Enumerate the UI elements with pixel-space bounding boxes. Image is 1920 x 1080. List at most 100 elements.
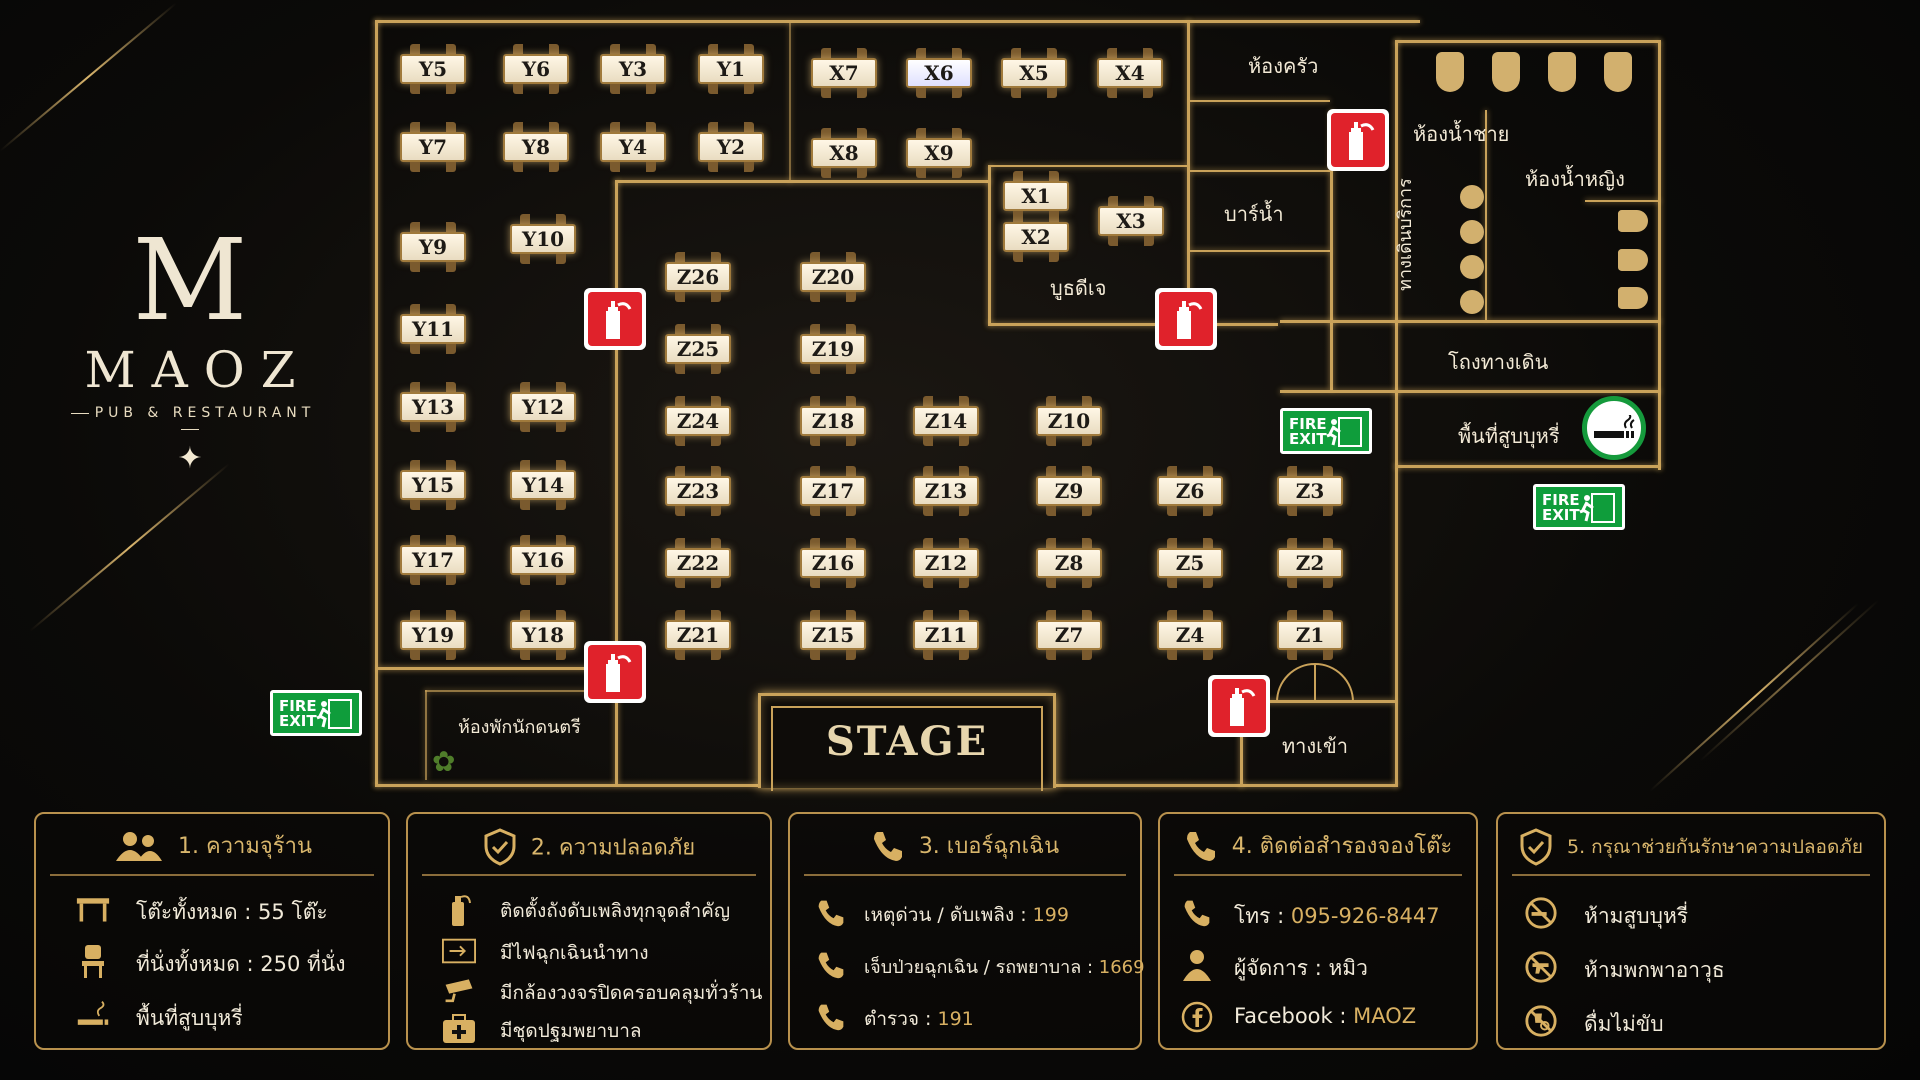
chair-icon — [513, 162, 559, 172]
table-z4[interactable]: Z4 — [1157, 610, 1223, 660]
table-z9[interactable]: Z9 — [1036, 466, 1102, 516]
table-z7[interactable]: Z7 — [1036, 610, 1102, 660]
table-z11[interactable]: Z11 — [913, 610, 979, 660]
chair-icon — [1046, 506, 1092, 516]
table-label: Y12 — [510, 392, 576, 422]
table-z21[interactable]: Z21 — [665, 610, 731, 660]
table-z18[interactable]: Z18 — [800, 396, 866, 446]
table-x9[interactable]: X9 — [906, 128, 972, 178]
table-label: Y11 — [400, 314, 466, 344]
table-y9[interactable]: Y9 — [400, 222, 466, 272]
chair-icon — [1046, 436, 1092, 446]
reservation-facebook-label: Facebook : — [1234, 1004, 1354, 1028]
table-label: X4 — [1097, 58, 1163, 88]
chair-icon — [923, 650, 969, 660]
chair-icon — [923, 578, 969, 588]
chair-icon — [1046, 396, 1092, 406]
table-z24[interactable]: Z24 — [665, 396, 731, 446]
emergency-ambulance-label: เจ็บป่วยฉุกเฉิน / รถพยาบาล : — [864, 957, 1099, 978]
table-label: Z15 — [800, 620, 866, 650]
phone-icon — [1184, 900, 1210, 927]
table-z6[interactable]: Z6 — [1157, 466, 1223, 516]
chair-icon — [821, 48, 867, 58]
fire-extinguisher-icon — [1327, 109, 1389, 171]
table-z3[interactable]: Z3 — [1277, 466, 1343, 516]
table-label: Z20 — [800, 262, 866, 292]
table-z2[interactable]: Z2 — [1277, 538, 1343, 588]
chair-icon — [675, 610, 721, 620]
table-label: Y9 — [400, 232, 466, 262]
table-z8[interactable]: Z8 — [1036, 538, 1102, 588]
panel-title: 4. ติดต่อสำรองจองโต๊ะ — [1231, 834, 1453, 859]
chair-icon — [410, 575, 456, 585]
fire-exit-label: FIRE — [1289, 415, 1327, 433]
table-x2[interactable]: X2 — [1003, 212, 1069, 262]
table-y13[interactable]: Y13 — [400, 382, 466, 432]
chair-icon — [1046, 650, 1092, 660]
table-label: Z1 — [1277, 620, 1343, 650]
table-z1[interactable]: Z1 — [1277, 610, 1343, 660]
table-z22[interactable]: Z22 — [665, 538, 731, 588]
table-z19[interactable]: Z19 — [800, 324, 866, 374]
table-y11[interactable]: Y11 — [400, 304, 466, 354]
table-z15[interactable]: Z15 — [800, 610, 866, 660]
panel-title: 5. กรุณาช่วยกันรักษาความปลอดภัย — [1567, 836, 1863, 858]
table-z12[interactable]: Z12 — [913, 538, 979, 588]
chair-icon — [610, 44, 656, 54]
table-label: Y1 — [698, 54, 764, 84]
chair-icon — [1167, 466, 1213, 476]
table-y1[interactable]: Y1 — [698, 44, 764, 94]
table-x3[interactable]: X3 — [1098, 196, 1164, 246]
table-label: Z22 — [665, 548, 731, 578]
table-x5[interactable]: X5 — [1001, 48, 1067, 98]
table-y6[interactable]: Y6 — [503, 44, 569, 94]
table-z13[interactable]: Z13 — [913, 466, 979, 516]
table-label: Z11 — [913, 620, 979, 650]
fire-exit-label: EXIT — [1542, 506, 1580, 524]
table-z20[interactable]: Z20 — [800, 252, 866, 302]
table-z17[interactable]: Z17 — [800, 466, 866, 516]
table-y17[interactable]: Y17 — [400, 535, 466, 585]
table-y16[interactable]: Y16 — [510, 535, 576, 585]
table-x4[interactable]: X4 — [1097, 48, 1163, 98]
chair-icon — [1167, 578, 1213, 588]
table-y3[interactable]: Y3 — [600, 44, 666, 94]
table-z16[interactable]: Z16 — [800, 538, 866, 588]
table-x6[interactable]: X6 — [906, 48, 972, 98]
emergency-fire-label: เหตุด่วน / ดับเพลิง : — [864, 904, 1033, 926]
table-y7[interactable]: Y7 — [400, 122, 466, 172]
table-y12[interactable]: Y12 — [510, 382, 576, 432]
table-y19[interactable]: Y19 — [400, 610, 466, 660]
table-label: X7 — [811, 58, 877, 88]
table-x7[interactable]: X7 — [811, 48, 877, 98]
table-y8[interactable]: Y8 — [503, 122, 569, 172]
table-y2[interactable]: Y2 — [698, 122, 764, 172]
table-z14[interactable]: Z14 — [913, 396, 979, 446]
table-z26[interactable]: Z26 — [665, 252, 731, 302]
table-y10[interactable]: Y10 — [510, 214, 576, 264]
table-z5[interactable]: Z5 — [1157, 538, 1223, 588]
shield-icon — [484, 828, 516, 866]
reservation-phone-number[interactable]: 095-926-8447 — [1290, 904, 1440, 928]
table-z23[interactable]: Z23 — [665, 466, 731, 516]
chair-icon — [1287, 466, 1333, 476]
chair-icon — [520, 535, 566, 545]
table-y15[interactable]: Y15 — [400, 460, 466, 510]
table-y14[interactable]: Y14 — [510, 460, 576, 510]
table-label: Y6 — [503, 54, 569, 84]
chair-icon — [1046, 466, 1092, 476]
table-y18[interactable]: Y18 — [510, 610, 576, 660]
chair-icon — [1013, 171, 1059, 181]
table-z25[interactable]: Z25 — [665, 324, 731, 374]
decorative-streak — [1649, 602, 1859, 792]
table-x8[interactable]: X8 — [811, 128, 877, 178]
table-label: Z13 — [913, 476, 979, 506]
reservation-facebook-handle[interactable]: MAOZ — [1353, 1004, 1417, 1028]
room-dj-booth: บูธดีเจ — [1050, 276, 1107, 300]
table-z10[interactable]: Z10 — [1036, 396, 1102, 446]
table-y4[interactable]: Y4 — [600, 122, 666, 172]
table-y5[interactable]: Y5 — [400, 44, 466, 94]
table-label: Z7 — [1036, 620, 1102, 650]
chair-icon — [675, 292, 721, 302]
